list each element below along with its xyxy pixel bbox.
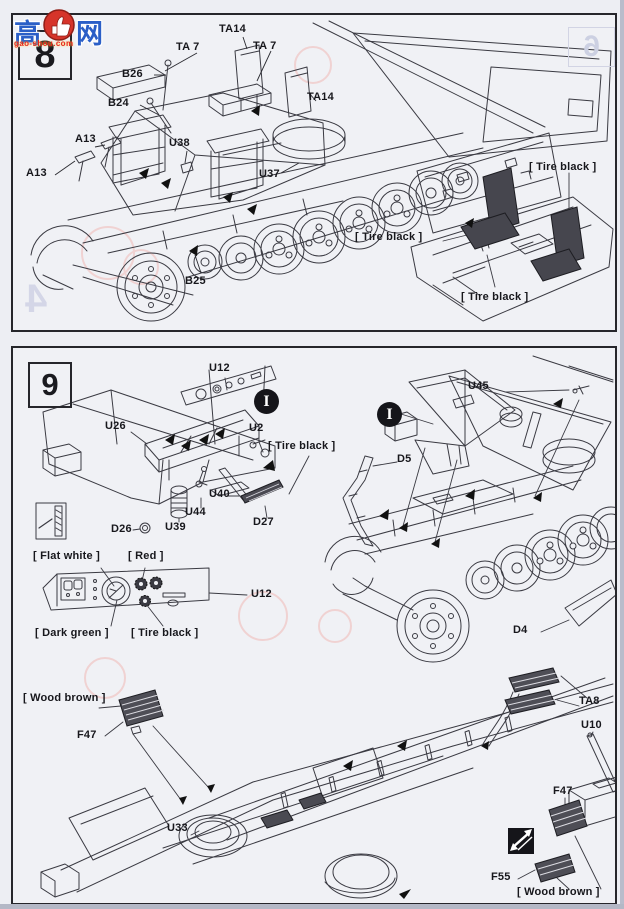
step-9-drawing (35, 355, 615, 899)
part-label-a13-lower: A13 (26, 167, 47, 179)
part-label-d27: D27 (253, 516, 274, 528)
step-8-number: 8 (34, 33, 56, 76)
step-9-panel: 9 I I U12 U26 U2 [ Tire black ] U40 U44 … (11, 346, 617, 905)
part-label-b26: B26 (122, 68, 143, 80)
part-label-u39: U39 (165, 521, 186, 533)
scan-edge-bottom (0, 904, 624, 909)
watermark-char-left: 高 (14, 19, 41, 49)
site-watermark: 高 网 gao-shou.com (14, 8, 110, 54)
part-label-b25: B25 (185, 275, 206, 287)
ghost-number-4: 4 (25, 277, 48, 321)
part-label-u40: U40 (209, 488, 230, 500)
part-label-a13-upper: A13 (75, 133, 96, 145)
thumb-up-icon (43, 9, 75, 41)
part-label-u12-detail: U12 (251, 588, 272, 600)
paint-label-flat-white: [ Flat white ] (33, 550, 100, 562)
ghost-number-6: 6 (568, 27, 615, 67)
part-label-u33: U33 (167, 822, 188, 834)
part-label-f47-right: F47 (553, 785, 573, 797)
part-label-u44: U44 (185, 506, 206, 518)
part-label-u10: U10 (581, 719, 602, 731)
paint-label-wood-brown-left: [ Wood brown ] (23, 692, 106, 704)
watermark-url: gao-shou.com (14, 39, 74, 48)
part-label-d26: D26 (111, 523, 132, 535)
part-label-u45: U45 (468, 380, 489, 392)
part-label-d5: D5 (397, 453, 412, 465)
part-label-u26: U26 (105, 420, 126, 432)
detail-marker-i-right: I (377, 402, 402, 427)
part-label-ta7-left: TA 7 (176, 41, 200, 53)
part-label-ta14-right: TA14 (307, 91, 334, 103)
step-8-panel: 8 B26 B24 TA 7 TA14 TA 7 TA14 A13 A13 U3… (11, 13, 617, 332)
part-label-ta7-mid: TA 7 (253, 40, 277, 52)
part-label-f47-left: F47 (77, 729, 97, 741)
part-label-d4: D4 (513, 624, 528, 636)
paint-label-wood-brown-right: [ Wood brown ] (517, 886, 600, 898)
paint-label-tire-black-top: [ Tire black ] (529, 161, 597, 173)
paint-label-tire-black-left: [ Tire black ] (355, 231, 423, 243)
part-label-u12: U12 (209, 362, 230, 374)
step-8-drawing (30, 20, 614, 322)
part-label-b24: B24 (108, 97, 129, 109)
paint-label-red: [ Red ] (128, 550, 164, 562)
part-label-ta14-top: TA14 (219, 23, 246, 35)
part-label-ta8: TA8 (579, 695, 600, 707)
part-label-u37: U37 (259, 168, 280, 180)
watermark-char-right: 网 (76, 19, 103, 49)
detail-marker-i-left: I (254, 389, 279, 414)
paint-label-dark-green: [ Dark green ] (35, 627, 109, 639)
part-label-u38: U38 (169, 137, 190, 149)
part-label-u2: U2 (249, 422, 264, 434)
step-9-number-box: 9 (28, 362, 72, 408)
paint-label-tire-black-detail: [ Tire black ] (131, 627, 199, 639)
paint-label-tire-black-9: [ Tire black ] (268, 440, 336, 452)
scan-edge-right (620, 0, 624, 909)
part-label-f55: F55 (491, 871, 511, 883)
step-9-number: 9 (41, 367, 59, 402)
paint-label-tire-black-bottom: [ Tire black ] (461, 291, 529, 303)
